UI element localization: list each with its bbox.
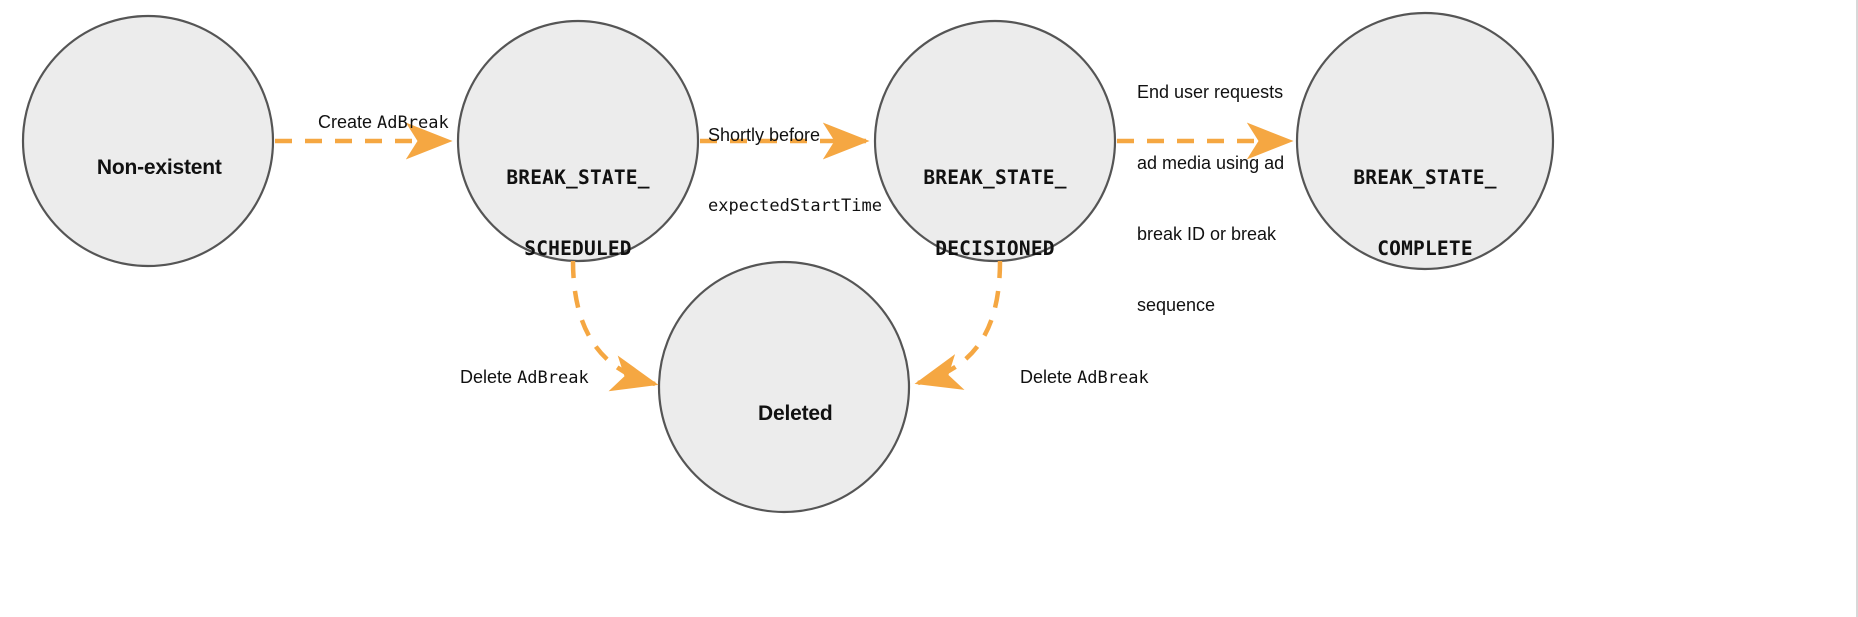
node-circle-non-existent[interactable] [21, 14, 275, 268]
edge-delete-adbreak-from-decisioned [914, 260, 1003, 390]
node-circle-deleted[interactable] [657, 260, 911, 514]
node-circle-break-state-complete[interactable] [1295, 11, 1555, 271]
scrollbar-edge[interactable] [1856, 0, 1858, 617]
node-circle-break-state-scheduled[interactable] [456, 19, 700, 263]
node-circle-break-state-decisioned[interactable] [873, 19, 1117, 263]
edge-delete-adbreak-from-scheduled [570, 260, 659, 392]
